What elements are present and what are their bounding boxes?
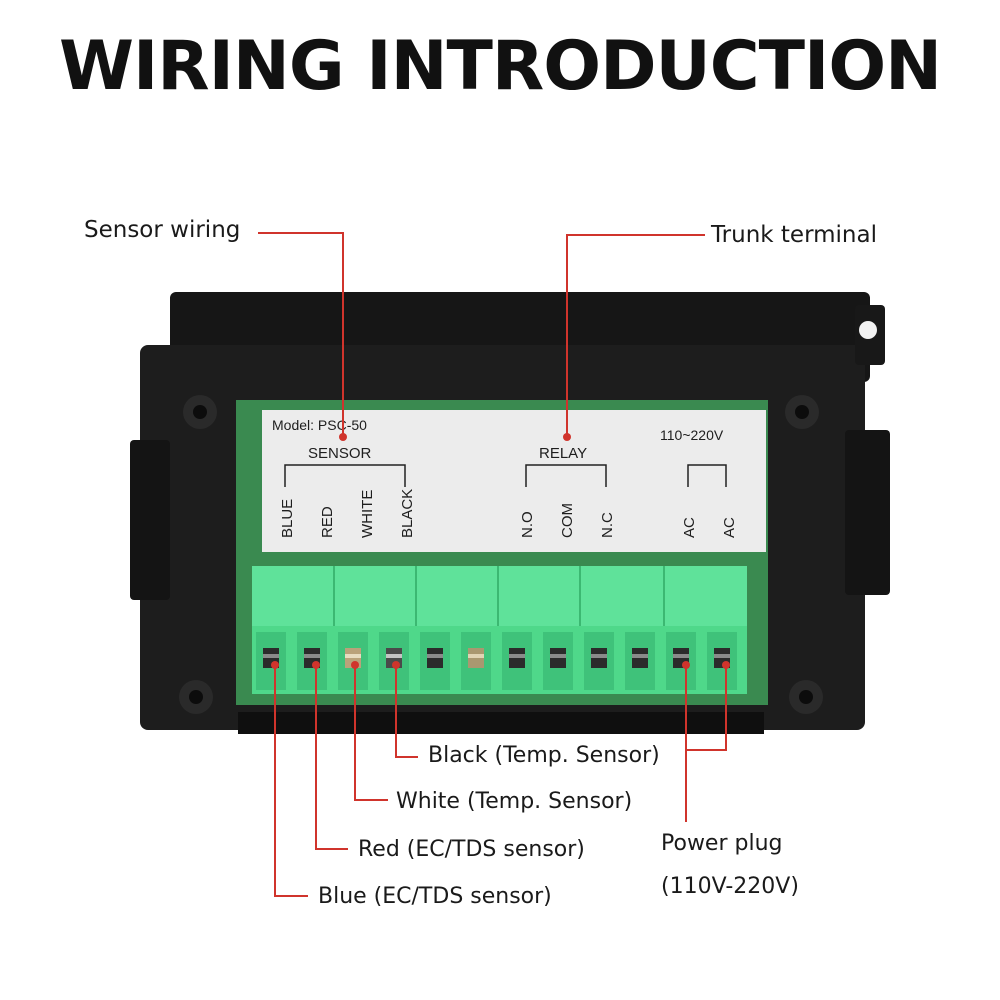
terminal-name-ac-2: AC xyxy=(721,517,738,538)
screw-top-left xyxy=(183,395,217,429)
terminal-screw-2 xyxy=(297,632,327,690)
page-title: WIRING INTRODUCTION xyxy=(58,27,942,106)
terminal-dividers xyxy=(333,566,665,626)
leader-black xyxy=(395,665,418,758)
terminal-name-red: RED xyxy=(319,506,336,538)
terminal-screw-1 xyxy=(256,632,286,690)
mounting-hole-top-right xyxy=(859,321,877,339)
screw-bottom-right xyxy=(789,680,823,714)
terminal-screw-12 xyxy=(707,632,737,690)
callout-red-ec: Red (EC/TDS sensor) xyxy=(358,837,585,862)
terminal-name-nc: N.C xyxy=(599,512,616,538)
terminal-name-blue: BLUE xyxy=(279,499,296,538)
leader-trunk-terminal xyxy=(566,234,705,437)
terminal-screw-11 xyxy=(666,632,696,690)
terminal-name-com: COM xyxy=(559,503,576,538)
bottom-lip xyxy=(238,712,764,734)
screw-top-right xyxy=(785,395,819,429)
terminal-screw-3 xyxy=(338,632,368,690)
callout-power-voltage: (110V-220V) xyxy=(661,874,799,899)
voltage-label: 110~220V xyxy=(660,427,724,443)
leader-dots xyxy=(271,433,730,669)
leader-blue xyxy=(274,665,308,897)
terminal-screw-10 xyxy=(625,632,655,690)
screw-bottom-left xyxy=(179,680,213,714)
callout-white-temp: White (Temp. Sensor) xyxy=(396,789,633,814)
model-label: Model: PSC-50 xyxy=(272,417,367,433)
terminal-screw-8 xyxy=(543,632,573,690)
callout-trunk-terminal: Trunk terminal xyxy=(711,222,877,248)
terminal-screw-9 xyxy=(584,632,614,690)
ac-bracket xyxy=(687,464,727,487)
terminal-screw-4 xyxy=(379,632,409,690)
terminal-name-ac-1: AC xyxy=(681,517,698,538)
terminal-screw-5 xyxy=(420,632,450,690)
leader-power xyxy=(685,665,727,822)
terminal-name-black: BLACK xyxy=(399,489,416,538)
terminal-name-no: N.O xyxy=(519,511,536,538)
leader-lines xyxy=(258,232,727,897)
callout-sensor-wiring: Sensor wiring xyxy=(84,217,241,243)
sensor-bracket xyxy=(284,464,406,487)
relay-group-label: RELAY xyxy=(539,445,587,462)
terminal-screw-6 xyxy=(461,632,491,690)
callout-power-plug: Power plug xyxy=(661,831,783,856)
relay-bracket xyxy=(525,464,607,487)
housing-right-clip xyxy=(845,430,890,595)
sensor-group-label: SENSOR xyxy=(308,445,372,462)
leader-red xyxy=(315,665,348,850)
terminal-name-white: WHITE xyxy=(359,490,376,538)
label-panel xyxy=(262,410,766,552)
callout-black-temp: Black (Temp. Sensor) xyxy=(428,743,660,768)
terminal-block-top xyxy=(252,566,747,626)
callout-blue-ec: Blue (EC/TDS sensor) xyxy=(318,884,552,909)
terminal-screw-7 xyxy=(502,632,532,690)
leader-white xyxy=(354,665,388,801)
terminal-screws xyxy=(256,632,737,690)
leader-sensor-wiring xyxy=(258,232,344,437)
housing-left-clip xyxy=(130,440,170,600)
